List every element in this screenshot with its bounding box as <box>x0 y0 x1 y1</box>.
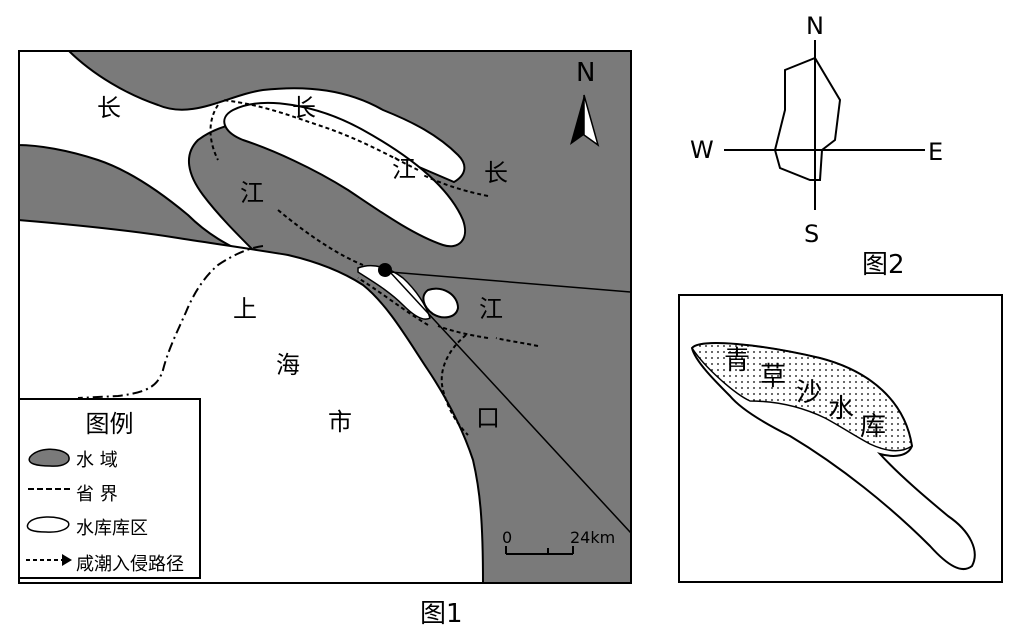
reservoir-dotted-area <box>691 342 913 452</box>
salt-intrusion-paths <box>209 99 539 436</box>
legend-item-intrusion: 咸潮入侵路径 <box>76 554 184 575</box>
reservoir-char-5: 库 <box>860 412 887 442</box>
label-jiang-1: 江 <box>392 155 416 183</box>
label-chang-2: 长 <box>292 94 316 122</box>
province-border <box>77 245 264 399</box>
small-island <box>422 287 460 319</box>
legend-water-icon <box>28 448 70 467</box>
scale-bar <box>505 546 574 555</box>
wind-rose-north: N <box>806 12 824 40</box>
fig1-caption: 图1 <box>420 599 463 629</box>
wind-frequency-polygon <box>773 56 842 181</box>
legend-item-border: 省 界 <box>76 484 118 505</box>
reservoir-char-2: 草 <box>760 362 787 392</box>
label-chang-3: 长 <box>484 159 508 187</box>
scale-zero: 0 <box>502 528 513 547</box>
reservoir-char-1: 青 <box>724 346 751 376</box>
reservoir-dot <box>378 263 392 277</box>
north-arrow-icon <box>570 94 600 147</box>
label-shang: 上 <box>233 295 257 323</box>
reservoir-shape <box>690 342 976 571</box>
legend-arrow-icon <box>62 554 72 566</box>
upper-island <box>223 101 466 248</box>
map-frame <box>18 50 632 584</box>
fig2-caption: 图2 <box>862 250 905 280</box>
wind-rose <box>724 40 925 210</box>
label-hai: 海 <box>276 351 300 379</box>
label-kou: 口 <box>476 404 500 432</box>
label-shi: 市 <box>328 408 352 436</box>
legend-item-reservoir: 水库库区 <box>76 518 148 539</box>
legend-symbols <box>26 448 72 566</box>
north-label: N <box>576 58 596 88</box>
legend: 图例 水 域 省 界 水库库区 咸潮入侵路径 <box>18 398 201 579</box>
scale-end: 24km <box>570 528 616 547</box>
reservoir-char-4: 水 <box>828 394 855 424</box>
label-jiang-3: 江 <box>479 295 503 323</box>
label-jiang-2: 江 <box>240 179 264 207</box>
legend-reservoir-icon <box>26 516 70 533</box>
reservoir-char-3: 沙 <box>796 378 823 408</box>
wind-rose-east: E <box>928 138 944 166</box>
wind-rose-south: S <box>804 220 820 248</box>
reservoir-inset: 青 草 沙 水 库 <box>678 294 1003 583</box>
legend-title: 图例 <box>85 410 134 438</box>
wind-rose-west: W <box>690 136 714 164</box>
legend-item-water: 水 域 <box>76 450 118 471</box>
label-chang-1: 长 <box>97 94 121 122</box>
